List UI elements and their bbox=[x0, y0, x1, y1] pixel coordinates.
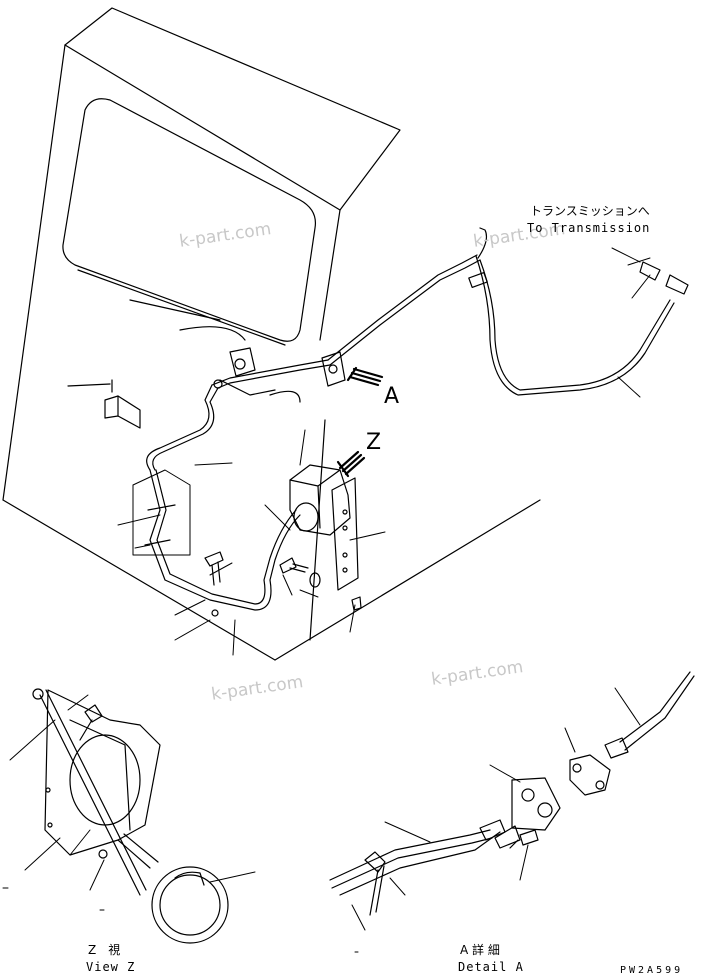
fasteners bbox=[204, 551, 362, 617]
cable-routing bbox=[146, 227, 675, 611]
cab-body bbox=[2, 7, 541, 661]
leader-lines-detail-a bbox=[351, 687, 641, 953]
clip-bracket bbox=[67, 379, 141, 429]
detail-a-jp-caption: A 詳 細 bbox=[460, 943, 500, 957]
view-arrows bbox=[336, 366, 384, 478]
drawing-code: PW2A599 bbox=[620, 965, 684, 976]
view-z-en-caption: View Z bbox=[86, 960, 136, 974]
arrow-z-label: Z bbox=[366, 430, 382, 455]
detail-a-drawing bbox=[329, 671, 695, 916]
transmission-fitting bbox=[639, 261, 689, 295]
arrow-a-label: A bbox=[384, 384, 400, 409]
service-meter-box bbox=[289, 464, 359, 591]
detail-a-en-caption: Detail A bbox=[458, 960, 524, 974]
leader-lines-view-z bbox=[2, 694, 256, 911]
view-z-drawing bbox=[32, 688, 229, 944]
to-transmission-en-label: To Transmission bbox=[527, 221, 651, 235]
grommet-plate bbox=[213, 271, 488, 389]
harness-connector-plate bbox=[132, 469, 191, 556]
view-z-jp-caption: Z 視 bbox=[88, 943, 121, 957]
to-transmission-jp-label: トランスミッションへ bbox=[530, 204, 650, 218]
leader-lines-main bbox=[117, 247, 651, 656]
